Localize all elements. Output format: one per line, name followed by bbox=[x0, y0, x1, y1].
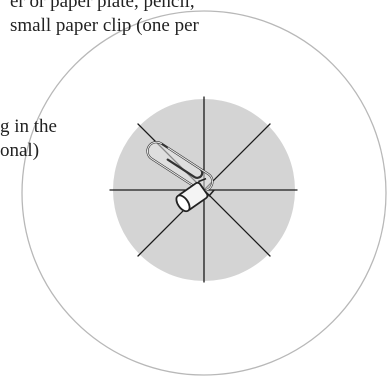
instruction-text-line-4: onal) bbox=[0, 140, 39, 162]
instruction-text-line-1: er or paper plate, pencil, bbox=[10, 0, 195, 13]
instruction-text-line-3: g in the bbox=[0, 116, 57, 138]
instruction-text-line-2: small paper clip (one per bbox=[10, 15, 199, 37]
